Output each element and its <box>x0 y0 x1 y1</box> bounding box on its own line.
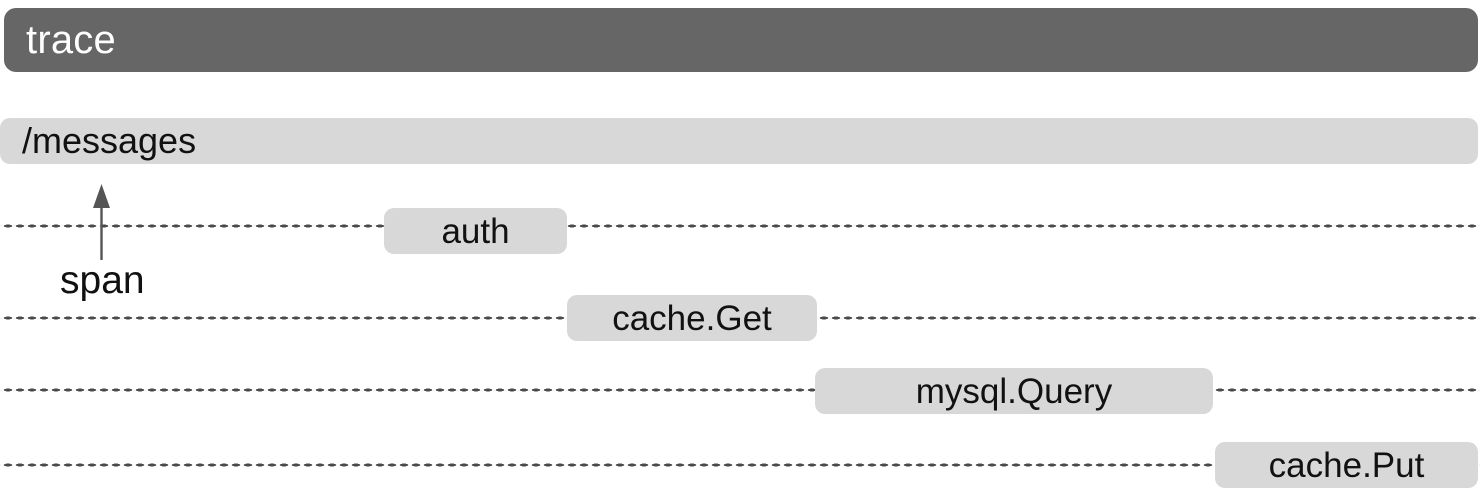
span-annotation-label: span <box>60 259 145 302</box>
span-bar-mysql-query[interactable]: mysql.Query <box>815 368 1213 414</box>
arrow-up-icon <box>93 184 110 260</box>
span-bar-auth[interactable]: auth <box>384 208 567 254</box>
timeline-dotted-row <box>0 224 1480 228</box>
span-label: cache.Get <box>612 298 772 338</box>
root-span-bar[interactable]: /messages <box>0 118 1478 164</box>
timeline-dotted-row <box>0 388 1480 392</box>
span-label: mysql.Query <box>915 371 1113 411</box>
trace-bar-label: trace <box>26 18 116 62</box>
root-span-label: /messages <box>22 120 197 161</box>
trace-bar[interactable]: trace <box>4 8 1478 72</box>
span-bar-cache-get[interactable]: cache.Get <box>567 295 817 341</box>
span-label: cache.Put <box>1268 445 1425 485</box>
span-annotation-arrow <box>90 182 114 262</box>
span-bar-cache-put[interactable]: cache.Put <box>1215 442 1478 488</box>
timeline-dotted-row <box>0 463 1480 467</box>
span-label: auth <box>441 211 510 251</box>
